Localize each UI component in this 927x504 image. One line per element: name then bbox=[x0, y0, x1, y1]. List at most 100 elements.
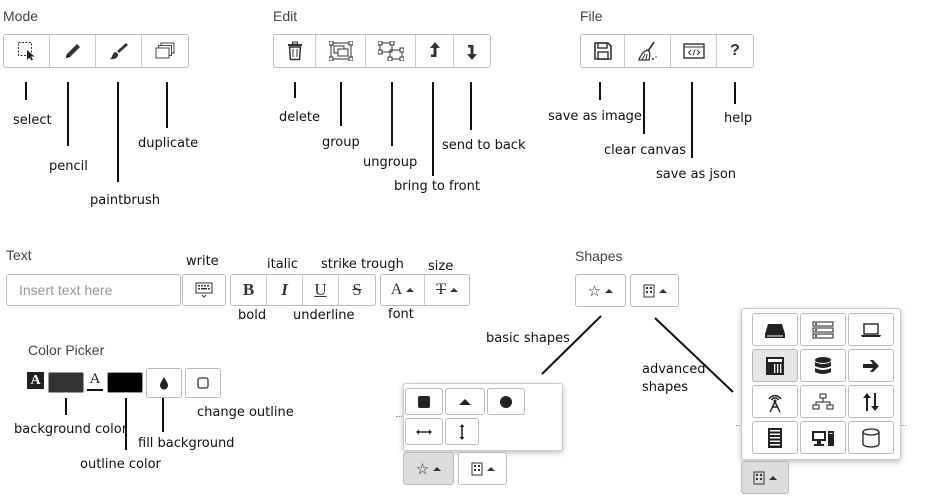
fill-background-button[interactable] bbox=[147, 369, 181, 397]
antenna-tower-shape-button[interactable] bbox=[752, 385, 798, 418]
caret-up-icon bbox=[433, 466, 442, 471]
basic-shapes-label: basic shapes bbox=[486, 331, 570, 346]
building-icon bbox=[753, 471, 765, 484]
advanced-shapes-label-line1: advanced bbox=[642, 362, 706, 377]
database-shape-button[interactable] bbox=[800, 349, 846, 382]
vertical-line-button[interactable] bbox=[445, 418, 479, 445]
advanced-shapes-dropdown-secondary[interactable] bbox=[458, 452, 507, 485]
basic-shapes-dropdown[interactable]: ☆ bbox=[575, 274, 626, 307]
paintbrush-button[interactable] bbox=[96, 35, 142, 67]
caret-up-icon bbox=[605, 288, 614, 293]
building-shape-button[interactable] bbox=[752, 349, 798, 382]
underline-icon: U bbox=[314, 280, 327, 299]
font-button[interactable]: A bbox=[381, 275, 425, 305]
bold-label: bold bbox=[238, 308, 267, 323]
up-down-arrows-icon bbox=[863, 392, 879, 411]
group-label: group bbox=[322, 135, 360, 150]
ungroup-button[interactable] bbox=[366, 35, 416, 67]
help-icon: ? bbox=[730, 42, 740, 59]
advanced-shapes-dropdown[interactable] bbox=[630, 274, 679, 307]
circle-shape-button[interactable] bbox=[487, 388, 525, 415]
server-shape-button[interactable] bbox=[800, 313, 846, 346]
bold-icon: B bbox=[242, 280, 255, 299]
bring-to-front-icon bbox=[429, 42, 440, 57]
square-icon bbox=[418, 395, 430, 408]
hard-drive-shape-button[interactable] bbox=[752, 313, 798, 346]
up-down-arrows-shape-button[interactable] bbox=[848, 385, 894, 418]
laptop-icon bbox=[861, 322, 881, 337]
cylinder-shape-button[interactable] bbox=[848, 421, 894, 454]
advanced-shapes-dropdown-active[interactable] bbox=[741, 461, 789, 494]
server-rack-shape-button[interactable] bbox=[752, 421, 798, 454]
background-color-swatch[interactable] bbox=[48, 372, 84, 393]
send-to-back-icon bbox=[467, 45, 477, 60]
bring-to-front-label: bring to front bbox=[394, 179, 480, 194]
strike-label: strike trough bbox=[321, 257, 404, 272]
triangle-shape-button[interactable] bbox=[445, 388, 485, 415]
square-shape-button[interactable] bbox=[405, 388, 443, 415]
basic-shapes-dropdown-active[interactable]: ☆ bbox=[403, 452, 454, 485]
clear-canvas-button[interactable] bbox=[625, 35, 671, 67]
code-window-icon bbox=[682, 43, 705, 59]
computers-shape-button[interactable] bbox=[800, 421, 846, 454]
change-outline-button[interactable] bbox=[186, 369, 220, 397]
write-button[interactable] bbox=[183, 275, 225, 305]
color-picker-title: Color Picker bbox=[28, 342, 105, 358]
pencil-button[interactable] bbox=[50, 35, 96, 67]
save-as-json-button[interactable] bbox=[671, 35, 717, 67]
change-outline-group bbox=[185, 368, 221, 398]
font-label: font bbox=[388, 307, 414, 322]
star-icon: ☆ bbox=[415, 460, 430, 478]
clear-canvas-label: clear canvas bbox=[604, 143, 686, 158]
text-style-toolbar: B I U S bbox=[230, 274, 376, 306]
computers-icon bbox=[812, 430, 834, 446]
mode-section-title: Mode bbox=[3, 8, 39, 24]
group-button[interactable] bbox=[316, 35, 366, 67]
caret-up-icon bbox=[449, 288, 458, 292]
delete-button[interactable] bbox=[274, 35, 316, 67]
arrow-right-icon bbox=[863, 359, 879, 372]
caret-up-icon bbox=[486, 466, 495, 471]
keyboard-icon bbox=[195, 282, 213, 298]
bring-to-front-button[interactable] bbox=[416, 35, 454, 67]
edit-toolbar bbox=[273, 34, 491, 68]
hard-drive-icon bbox=[765, 323, 785, 338]
caret-up-icon bbox=[406, 288, 415, 292]
send-to-back-button[interactable] bbox=[454, 35, 490, 67]
ungroup-label: ungroup bbox=[363, 155, 418, 170]
cylinder-icon bbox=[862, 427, 880, 448]
bold-button[interactable]: B bbox=[231, 275, 267, 305]
italic-button[interactable]: I bbox=[267, 275, 303, 305]
text-font-toolbar: A T bbox=[380, 274, 470, 306]
trash-icon bbox=[287, 41, 302, 61]
building-icon bbox=[766, 356, 784, 375]
save-as-json-label: save as json bbox=[656, 167, 737, 182]
antenna-tower-icon bbox=[768, 394, 782, 412]
text-section-title: Text bbox=[6, 247, 32, 263]
server-rack-icon bbox=[768, 427, 782, 448]
mode-toolbar bbox=[3, 34, 189, 68]
size-button[interactable]: T bbox=[425, 275, 469, 305]
star-icon: ☆ bbox=[587, 282, 602, 300]
help-button[interactable]: ? bbox=[717, 35, 753, 67]
duplicate-label: duplicate bbox=[138, 136, 199, 151]
laptop-shape-button[interactable] bbox=[848, 313, 894, 346]
save-as-image-button[interactable] bbox=[581, 35, 625, 67]
advanced-shapes-label-line2: shapes bbox=[642, 380, 689, 395]
file-toolbar: ? bbox=[580, 34, 754, 68]
horizontal-line-button[interactable] bbox=[405, 418, 443, 445]
strikethrough-button[interactable]: S bbox=[339, 275, 375, 305]
outline-color-swatch[interactable] bbox=[107, 372, 143, 393]
group-icon bbox=[328, 41, 353, 61]
select-button[interactable] bbox=[4, 35, 50, 67]
underline-button[interactable]: U bbox=[303, 275, 339, 305]
text-input[interactable]: Insert text here bbox=[6, 274, 181, 306]
triangle-icon bbox=[459, 398, 471, 405]
duplicate-button[interactable] bbox=[142, 35, 188, 67]
arrow-right-shape-button[interactable] bbox=[848, 349, 894, 382]
basic-shapes-panel bbox=[403, 383, 563, 451]
network-shape-button[interactable] bbox=[800, 385, 846, 418]
background-color-icon: A bbox=[27, 372, 44, 389]
building-icon bbox=[471, 462, 482, 475]
select-icon bbox=[17, 42, 34, 61]
